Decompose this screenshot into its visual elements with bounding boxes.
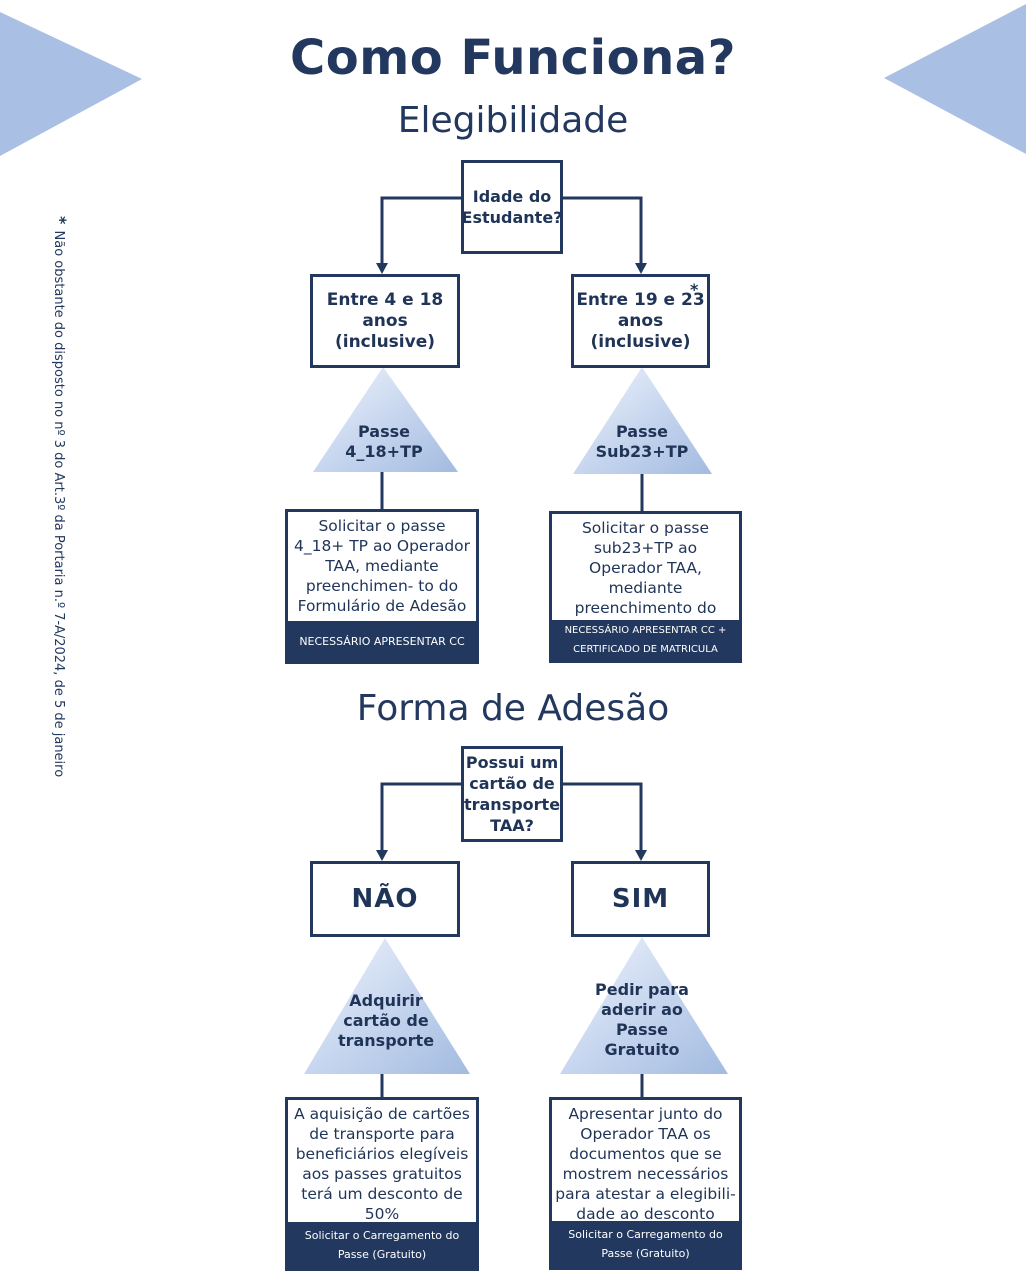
triangle-left-top (313, 367, 458, 472)
instruction-text: Solicitar o passe 4_18+ TP ao Operador T… (293, 517, 471, 615)
action-label-request-pass: Pedir para aderir ao Passe Gratuito (595, 980, 689, 1059)
question-box-card: Possui um cartão de transporte TAA? (461, 746, 563, 842)
question-box-age: Idade do Estudante? (461, 160, 563, 254)
answer-box-yes: SIM (571, 861, 710, 937)
instruction-text: A aquisição de cartões de transporte par… (294, 1105, 470, 1223)
answer-box-no: NÃO (310, 861, 460, 937)
section-heading-adhesion: Forma de Adesão (356, 688, 670, 729)
asterisk-marker: * (690, 280, 699, 299)
instruction-box-no: A aquisição de cartões de transporte par… (285, 1097, 479, 1271)
answer-text: NÃO (351, 884, 419, 914)
instruction-text: Apresentar junto do Operador TAA os docu… (555, 1105, 736, 1223)
footer-bar: Solicitar o Carregamento do Passe (Gratu… (552, 1221, 739, 1267)
category-box-4-18: Entre 4 e 18 anos (inclusive) (310, 274, 460, 368)
triangle-right-bottom (560, 937, 728, 1074)
page-title: Como Funciona? (290, 30, 736, 86)
pass-label-4-18: Passe 4_18+TP (345, 422, 423, 461)
corner-triangle-right (884, 4, 1026, 154)
instruction-box-sub23: Solicitar o passe sub23+TP ao Operador T… (549, 511, 742, 663)
question-text: Possui um cartão de transporte TAA? (463, 753, 561, 835)
footer-bar: Solicitar o Carregamento do Passe (Gratu… (288, 1222, 476, 1268)
category-text: Entre 4 e 18 anos (inclusive) (326, 289, 444, 352)
category-text: Entre 19 e 23 anos (inclusive) (576, 289, 705, 352)
corner-triangle-left (0, 12, 142, 156)
triangle-right-top (573, 367, 712, 474)
requirement-bar: NECESSÁRIO APRESENTAR CC (288, 621, 476, 661)
category-box-19-23: Entre 19 e 23 anos (inclusive) (571, 274, 710, 368)
pass-label-sub23: Passe Sub23+TP (595, 422, 689, 461)
instruction-box-4-18: Solicitar o passe 4_18+ TP ao Operador T… (285, 509, 479, 664)
instruction-box-yes: Apresentar junto do Operador TAA os docu… (549, 1097, 742, 1270)
requirement-bar: NECESSÁRIO APRESENTAR CC + CERTIFICADO D… (552, 620, 739, 660)
action-label-acquire-card: Adquirir cartão de transporte (337, 991, 435, 1050)
answer-text: SIM (611, 884, 670, 914)
question-text: Idade do Estudante? (461, 187, 563, 227)
section-heading-elegibility: Elegibilidade (397, 100, 629, 141)
triangle-left-bottom (304, 938, 470, 1074)
